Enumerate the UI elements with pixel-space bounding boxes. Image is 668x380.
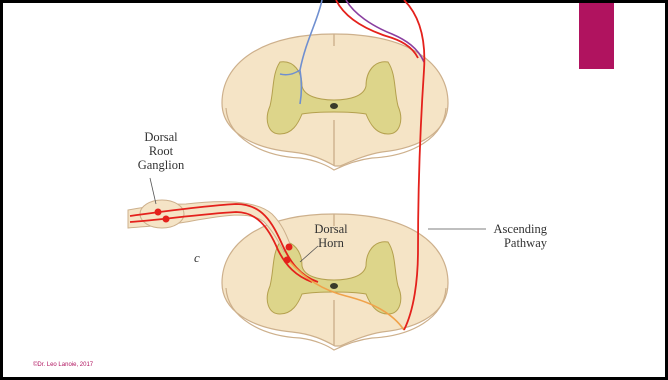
lower-central-canal [330,283,338,289]
ganglion-leader-line [150,178,156,204]
dorsal-root-ganglion-label: Dorsal Root Ganglion [131,130,191,172]
ascending-pathway-label-line-2: Pathway [487,236,547,250]
drg-label-line-2: Root [131,144,191,158]
upper-central-canal [330,103,338,109]
dorsal-horn-synapse-2 [284,257,291,264]
dorsal-horn-synapse-1 [286,244,293,251]
dorsal-horn-label: Dorsal Horn [306,222,356,250]
panel-letter: c [194,251,200,265]
dorsal-horn-label-line-2: Horn [306,236,356,250]
ascending-pathway-label: Ascending Pathway [487,222,547,250]
dorsal-horn-label-line-1: Dorsal [306,222,356,236]
drg-label-line-1: Dorsal [131,130,191,144]
copyright-credit: ©Dr. Leo Lanoie, 2017 [33,362,93,368]
upper-cord-section [222,0,448,170]
ascending-pathway-label-line-1: Ascending [487,222,547,236]
drg-label-line-3: Ganglion [131,158,191,172]
